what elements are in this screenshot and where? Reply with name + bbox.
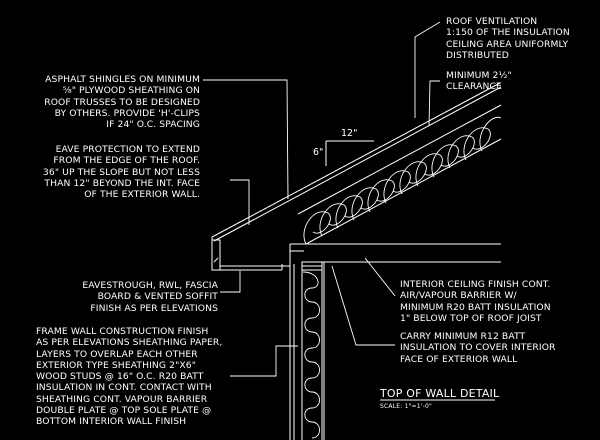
leader-carry-r12 bbox=[331, 265, 395, 346]
roof-joist-bottom-line bbox=[305, 138, 502, 245]
eave-soffit-fascia bbox=[211, 239, 290, 271]
leader-shingles bbox=[203, 79, 289, 200]
leader-clearance bbox=[428, 80, 440, 127]
note-frame-wall: FRAME WALL CONSTRUCTION FINISH AS PER EL… bbox=[36, 326, 223, 428]
wall-batt-insulation bbox=[302, 271, 320, 439]
leader-frame-wall bbox=[230, 345, 298, 377]
leader-lines bbox=[203, 21, 441, 377]
note-roof-ventilation: ROOF VENTILATION 1:150 OF THE INSULATION… bbox=[446, 16, 570, 61]
fascia-hatch bbox=[213, 257, 219, 263]
roof-shingle-surface bbox=[211, 82, 501, 238]
roof-clearance-line bbox=[297, 104, 502, 215]
note-carry-r12: CARRY MINIMUM R12 BATT INSULATION TO COV… bbox=[400, 331, 556, 365]
wall-insulation-pattern bbox=[302, 271, 320, 439]
fascia-board bbox=[211, 239, 221, 271]
roof-sheathing-line bbox=[213, 86, 502, 242]
note-eave-protection: EAVE PROTECTION TO EXTEND FROM THE EDGE … bbox=[42, 144, 200, 201]
drawing-title: TOP OF WALL DETAIL bbox=[380, 387, 500, 400]
exterior-wall bbox=[289, 244, 325, 440]
slope-rise-dimension: 6" bbox=[313, 147, 324, 158]
ceiling-assembly bbox=[290, 243, 501, 263]
roof-batt-insulation bbox=[303, 116, 502, 245]
slope-indicator bbox=[325, 140, 374, 166]
drawing-scale: SCALE: 1"=1'-0" bbox=[380, 403, 432, 410]
leader-eavestrough bbox=[220, 271, 241, 293]
note-interior-ceiling: INTERIOR CEILING FINISH CONT. AIR/VAPOUR… bbox=[400, 279, 551, 324]
roof-assembly bbox=[211, 82, 502, 245]
leader-roof-ventilation bbox=[414, 21, 441, 118]
leader-interior-ceiling bbox=[364, 257, 396, 297]
roof-shingle-pattern bbox=[215, 83, 499, 236]
note-clearance: MINIMUM 2½" CLEARANCE bbox=[446, 70, 512, 93]
note-eavestrough: EAVESTROUGH, RWL, FASCIA BOARD & VENTED … bbox=[82, 280, 218, 314]
slope-run-dimension: 12" bbox=[341, 128, 358, 139]
note-shingles: ASPHALT SHINGLES ON MINIMUM ⅝" PLYWOOD S… bbox=[44, 74, 200, 131]
roof-insulation-pattern bbox=[303, 116, 502, 245]
leader-eave-protection bbox=[230, 179, 250, 225]
